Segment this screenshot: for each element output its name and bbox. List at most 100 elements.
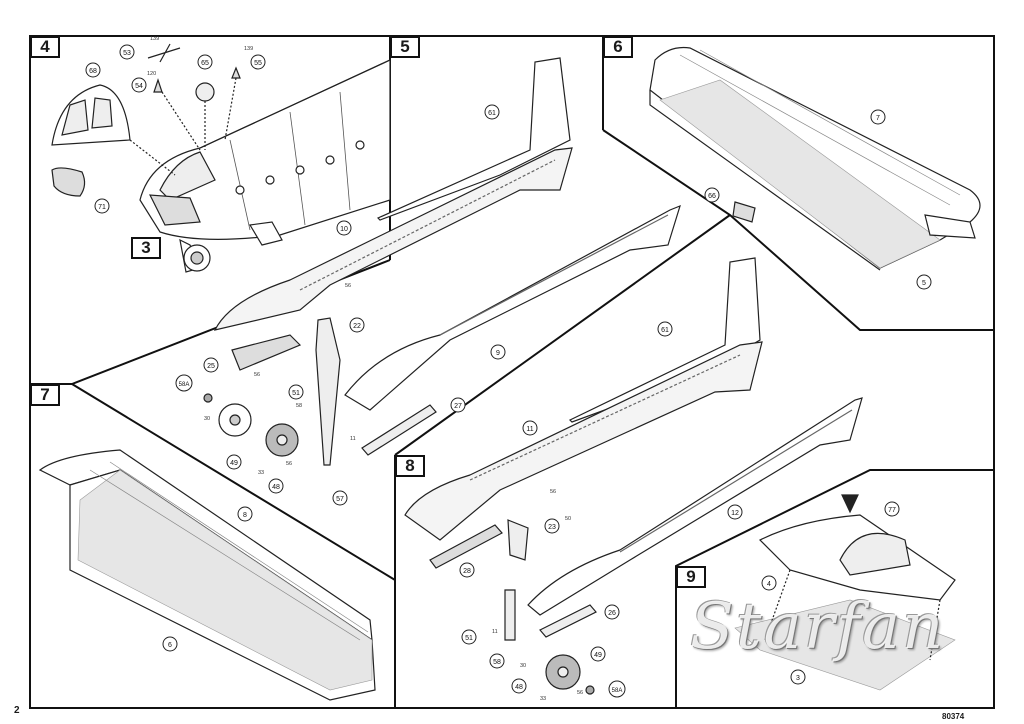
label-33b: 33	[540, 696, 546, 702]
label-120: 120	[147, 71, 156, 77]
step4-nose-drawing	[139, 59, 391, 273]
svg-text:10: 10	[340, 226, 348, 233]
step-4-label: 4	[30, 36, 60, 58]
svg-text:6: 6	[168, 642, 172, 649]
callout-68: 68	[85, 62, 101, 78]
svg-text:23: 23	[548, 524, 556, 531]
label-139a: 139	[150, 36, 159, 42]
svg-text:57: 57	[336, 496, 344, 503]
callout-22: 22	[349, 317, 365, 333]
callout-11: 11	[522, 420, 538, 436]
label-11b: 11	[492, 629, 498, 635]
callout-49a: 49	[226, 454, 242, 470]
callout-9: 9	[490, 344, 506, 360]
callout-54: 54	[131, 77, 147, 93]
label-50: 50	[565, 516, 571, 522]
svg-text:49: 49	[594, 652, 602, 659]
page-number: 2	[14, 705, 20, 716]
svg-text:58A: 58A	[179, 382, 190, 388]
svg-text:48: 48	[515, 684, 523, 691]
callout-71: 71	[94, 198, 110, 214]
callout-58b: 58	[489, 653, 505, 669]
svg-text:9: 9	[496, 350, 500, 357]
callout-48a: 48	[268, 478, 284, 494]
callout-48b: 48	[511, 678, 527, 694]
callout-4: 4	[761, 575, 777, 591]
svg-text:51: 51	[465, 635, 473, 642]
label-11a: 11	[350, 436, 356, 442]
label-58: 58	[296, 403, 302, 409]
callout-10: 10	[336, 220, 352, 236]
panel-frame	[29, 35, 995, 709]
label-56a: 56	[345, 283, 351, 289]
svg-text:68: 68	[89, 68, 97, 75]
step6-wing-drawing	[649, 46, 981, 271]
step7-wing-drawing	[38, 449, 376, 701]
svg-text:5: 5	[922, 280, 926, 287]
svg-text:54: 54	[135, 83, 143, 90]
callout-57: 57	[332, 490, 348, 506]
step-3-label: 3	[131, 237, 161, 259]
label-30a: 30	[204, 416, 210, 422]
watermark-text: Starfan	[690, 590, 946, 664]
label-30b: 30	[520, 663, 526, 669]
label-33a: 33	[258, 470, 264, 476]
svg-text:4: 4	[767, 581, 771, 588]
label-56c: 56	[286, 461, 292, 467]
svg-text:3: 3	[796, 675, 800, 682]
callout-3: 3	[790, 669, 806, 685]
callout-23: 23	[544, 518, 560, 534]
svg-text:53: 53	[123, 50, 131, 57]
label-56b: 56	[254, 372, 260, 378]
callout-53: 53	[119, 44, 135, 60]
svg-text:51: 51	[292, 390, 300, 397]
step5-fuselage-drawing	[203, 57, 681, 466]
step8-fuselage-drawing	[404, 257, 863, 695]
callout-12: 12	[727, 504, 743, 520]
svg-text:66: 66	[708, 193, 716, 200]
callout-61b: 61	[657, 321, 673, 337]
part-callouts: 53 65 55 54 68 71 61 10 22 25 51 58A 49 …	[85, 44, 932, 698]
small-part-labels: 139 139 120 56 56 56 56 56 58 11 11 50 3…	[147, 36, 583, 702]
svg-text:7: 7	[876, 115, 880, 122]
svg-text:26: 26	[608, 610, 616, 617]
callout-58a-a: 58A	[175, 374, 193, 392]
callout-66: 66	[704, 187, 720, 203]
svg-text:12: 12	[731, 510, 739, 517]
callout-51b: 51	[461, 629, 477, 645]
callout-65: 65	[197, 54, 213, 70]
callout-6: 6	[162, 636, 178, 652]
callout-51a: 51	[288, 384, 304, 400]
svg-text:22: 22	[353, 323, 361, 330]
callout-8: 8	[237, 506, 253, 522]
callout-25: 25	[203, 357, 219, 373]
svg-text:55: 55	[254, 60, 262, 67]
svg-text:71: 71	[98, 204, 106, 211]
svg-text:58: 58	[493, 659, 501, 666]
svg-text:65: 65	[201, 60, 209, 67]
step-8-label: 8	[395, 455, 425, 477]
svg-text:25: 25	[207, 363, 215, 370]
svg-text:48: 48	[272, 484, 280, 491]
label-56d: 56	[550, 489, 556, 495]
label-139b: 139	[244, 46, 253, 52]
callout-55: 55	[250, 54, 266, 70]
svg-text:28: 28	[463, 568, 471, 575]
svg-text:8: 8	[243, 512, 247, 519]
callout-58a-b: 58A	[608, 680, 626, 698]
step-9-label: 9	[676, 566, 706, 588]
svg-text:61: 61	[488, 110, 496, 117]
callout-7: 7	[870, 109, 886, 125]
svg-text:27: 27	[454, 403, 462, 410]
callout-26: 26	[604, 604, 620, 620]
svg-text:58A: 58A	[612, 688, 623, 694]
label-56e: 56	[577, 690, 583, 696]
step-5-label: 5	[390, 36, 420, 58]
callout-49b: 49	[590, 646, 606, 662]
svg-text:61: 61	[661, 327, 669, 334]
svg-text:11: 11	[526, 426, 533, 433]
callout-28: 28	[459, 562, 475, 578]
callout-77: 77	[884, 501, 900, 517]
step-6-label: 6	[603, 36, 633, 58]
